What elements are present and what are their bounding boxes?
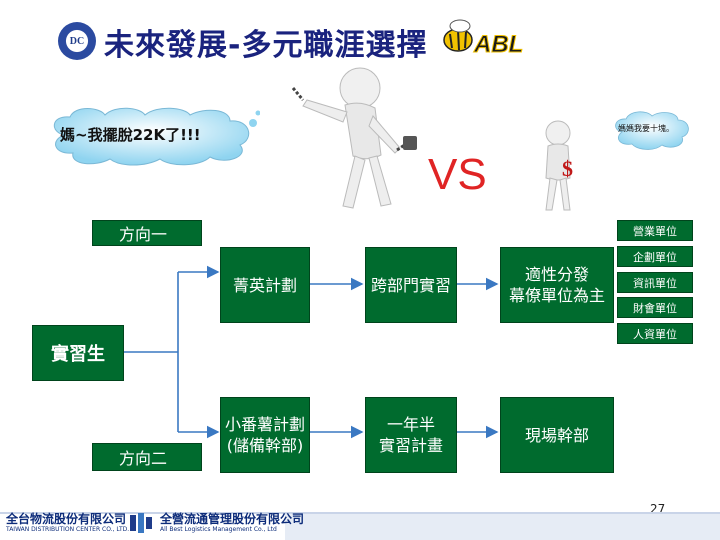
unit-it: 資訊單位 bbox=[617, 272, 693, 293]
dollar-sign: $ bbox=[562, 156, 573, 181]
direction-two-label: 方向二 bbox=[92, 443, 202, 471]
sweet-potato-line-1: 小番薯計劃 bbox=[224, 415, 305, 434]
footer-bar bbox=[285, 514, 720, 540]
placement-box: 適性分發幕僚單位為主 bbox=[500, 247, 614, 323]
company-logo: DC bbox=[58, 22, 96, 60]
unit-planning: 企劃單位 bbox=[617, 246, 693, 267]
elite-program-text: 菁英計劃 bbox=[232, 275, 297, 295]
direction-one-label: 方向一 bbox=[92, 220, 202, 246]
cross-dept-internship-box: 跨部門實習 bbox=[365, 247, 457, 323]
unit-sales: 營業單位 bbox=[617, 220, 693, 241]
small-figure-illustration: $ bbox=[545, 120, 573, 211]
thought-text-left: 媽~我擺脫22K了!!! bbox=[60, 126, 201, 144]
chained-figure-illustration bbox=[291, 67, 417, 209]
page-title: 未來發展-多元職涯選擇 bbox=[104, 28, 428, 63]
site-cadre-text: 現場幹部 bbox=[524, 425, 589, 445]
sweet-potato-line-2: (儲備幹部) bbox=[226, 436, 304, 455]
unit-hr: 人資單位 bbox=[617, 323, 693, 344]
vs-label: VS bbox=[428, 150, 487, 199]
footer-divider bbox=[0, 512, 720, 514]
internship-plan-line-2: 實習計畫 bbox=[378, 436, 443, 455]
thought-text-right: 媽媽我要十塊。 bbox=[618, 124, 674, 133]
internship-plan-line-1: 一年半 bbox=[386, 415, 435, 434]
footer-company-1: 全台物流股份有限公司 bbox=[6, 512, 127, 526]
footer-company-2: 全營流通管理股份有限公司 bbox=[160, 512, 305, 526]
footer-logo-mark bbox=[130, 513, 152, 533]
placement-line-2: 幕僚單位為主 bbox=[508, 286, 605, 305]
intern-box: 實習生 bbox=[32, 325, 124, 381]
placement-line-1: 適性分發 bbox=[524, 265, 589, 284]
elite-program-box: 菁英計劃 bbox=[220, 247, 310, 323]
sweet-potato-program-box: 小番薯計劃 (儲備幹部) bbox=[220, 397, 310, 473]
abl-bee-logo: ABL bbox=[443, 19, 524, 59]
abl-text: ABL bbox=[473, 31, 523, 58]
site-cadre-box: 現場幹部 bbox=[500, 397, 614, 473]
unit-finance: 財會單位 bbox=[617, 297, 693, 318]
internship-plan-box: 一年半實習計畫 bbox=[365, 397, 457, 473]
thought-cloud-right bbox=[615, 111, 689, 150]
logo-text: DC bbox=[69, 35, 85, 47]
footer-company-2-en: All Best Logistics Management Co., Ltd bbox=[160, 526, 277, 533]
thought-cloud-left bbox=[53, 107, 260, 166]
footer-company-1-en: TAIWAN DISTRIBUTION CENTER CO., LTD. bbox=[6, 526, 130, 533]
cross-dept-text: 跨部門實習 bbox=[370, 275, 451, 295]
